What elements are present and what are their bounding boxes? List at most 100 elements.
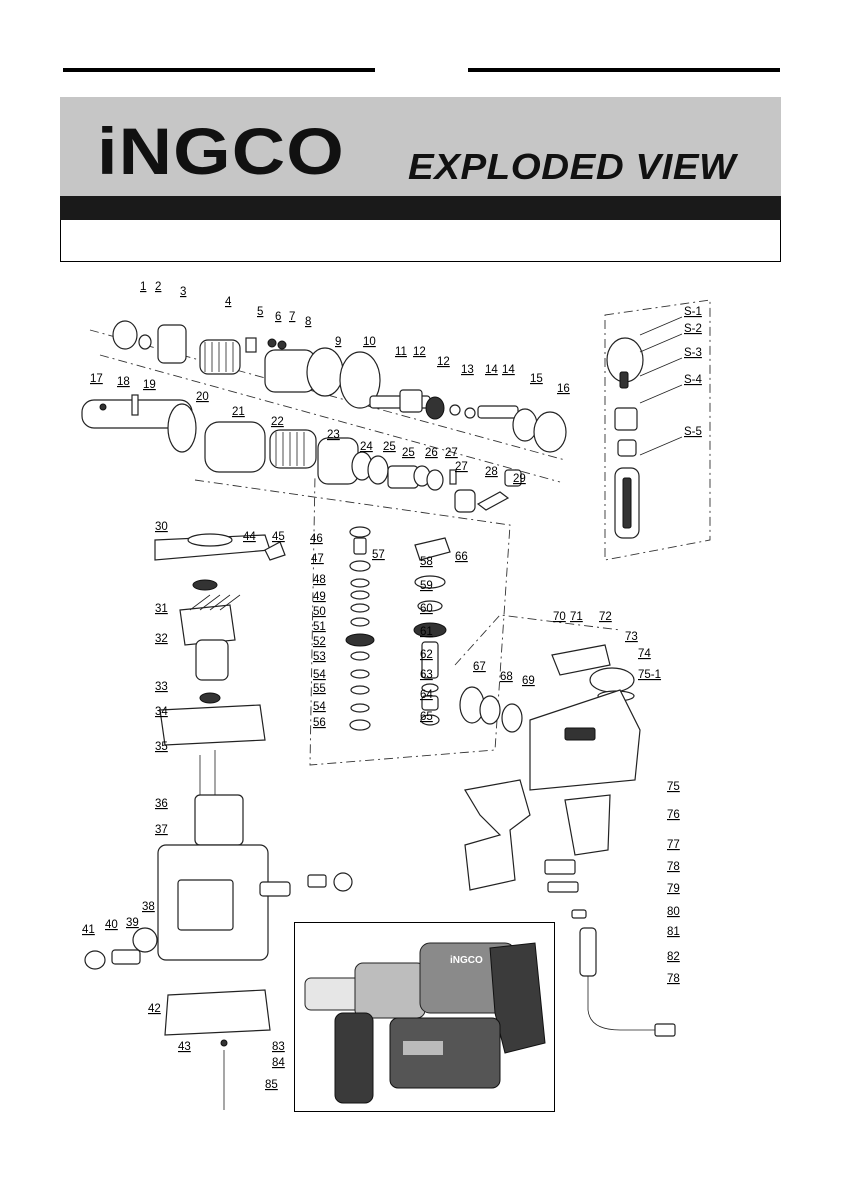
part-number-label: 25 xyxy=(402,447,415,459)
part-number-label: 28 xyxy=(485,466,498,478)
part-number-label: 12 xyxy=(413,346,426,358)
part-number-label: 74 xyxy=(638,648,651,660)
part-number-label: 27 xyxy=(445,447,458,459)
assembled-product-inset: iNGCO xyxy=(294,922,555,1112)
side-handle-part-label: S-4 xyxy=(684,374,703,386)
part-number-label: 8 xyxy=(305,316,311,328)
part-number-label: 37 xyxy=(155,824,168,836)
barrel-row-parts xyxy=(81,394,522,513)
part-number-label: 26 xyxy=(425,447,438,459)
part-number-label: 13 xyxy=(461,364,474,376)
leader-line xyxy=(639,357,683,377)
part-number-label: 47 xyxy=(311,553,324,565)
part-number-label: 23 xyxy=(327,429,340,441)
part-number-label: 43 xyxy=(178,1041,191,1053)
part-number-label: 75 xyxy=(667,781,680,793)
part-number-label: 1 xyxy=(140,281,146,293)
part-number-label: 54 xyxy=(313,669,326,681)
part-number-label: 21 xyxy=(232,406,245,418)
part-number-label: 84 xyxy=(272,1057,285,1069)
part-number-label: 72 xyxy=(599,611,612,623)
part-number-label: 9 xyxy=(335,336,341,348)
motor-column-parts xyxy=(84,533,353,1110)
exploded-view-drawing: 1234567891011121213141415161718192021222… xyxy=(81,281,711,1110)
part-number-label: 83 xyxy=(272,1041,285,1053)
part-number-label: 59 xyxy=(420,580,433,592)
part-number-label: 30 xyxy=(155,521,168,533)
assembled-drill-illustration: iNGCO xyxy=(304,942,546,1104)
part-number-label: 51 xyxy=(313,621,326,633)
part-number-label: 71 xyxy=(570,611,583,623)
spindle-row-parts xyxy=(112,320,567,453)
part-number-label: 82 xyxy=(667,951,680,963)
part-number-label: 66 xyxy=(455,551,468,563)
part-number-label: 64 xyxy=(420,689,433,701)
part-number-label: 44 xyxy=(243,531,256,543)
page-title: EXPLODED VIEW xyxy=(408,146,737,187)
part-number-label: 61 xyxy=(420,626,433,638)
part-number-label: 2 xyxy=(155,281,161,293)
part-number-label: 41 xyxy=(82,924,95,936)
header-banner xyxy=(60,97,781,220)
side-handle-parts xyxy=(606,337,644,539)
side-handle-part-label: S-3 xyxy=(684,347,702,359)
top-rule-right xyxy=(468,68,780,72)
part-number-label: 40 xyxy=(105,919,118,931)
side-handle-part-label: S-5 xyxy=(684,426,702,438)
part-number-label: 4 xyxy=(225,296,232,308)
part-number-label: 53 xyxy=(313,651,326,663)
part-number-label: 48 xyxy=(313,574,326,586)
leader-line xyxy=(639,316,683,336)
part-number-label: 39 xyxy=(126,917,139,929)
part-number-label: 70 xyxy=(553,611,566,623)
gear-stack-parts xyxy=(345,526,451,731)
part-number-label: 57 xyxy=(372,549,385,561)
part-number-label: 31 xyxy=(155,603,168,615)
part-number-label: 34 xyxy=(155,706,168,718)
part-number-label: 35 xyxy=(155,741,168,753)
part-number-label: 79 xyxy=(667,883,680,895)
part-number-label: 29 xyxy=(513,473,526,485)
part-number-label: 62 xyxy=(420,649,433,661)
part-number-label: 75-1 xyxy=(638,669,661,681)
part-number-label: 52 xyxy=(313,636,326,648)
product-logo: iNGCO xyxy=(450,955,483,966)
part-number-label: 22 xyxy=(271,416,284,428)
part-number-label: 3 xyxy=(180,286,186,298)
part-number-label: 12 xyxy=(437,356,450,368)
part-number-label: 14 xyxy=(485,364,498,376)
part-number-label: 80 xyxy=(667,906,680,918)
part-number-label: 78 xyxy=(667,861,680,873)
brand-logo: iNGCO xyxy=(97,114,345,188)
part-number-label: 27 xyxy=(455,461,468,473)
part-number-label: 50 xyxy=(313,606,326,618)
part-number-label: 7 xyxy=(289,311,295,323)
part-number-label: 17 xyxy=(90,373,103,385)
leader-line xyxy=(639,333,683,353)
part-number-label: 14 xyxy=(502,364,515,376)
part-number-label: 81 xyxy=(667,926,680,938)
part-number-label: 18 xyxy=(117,376,130,388)
part-number-label: 65 xyxy=(420,711,433,723)
part-number-label: 73 xyxy=(625,631,638,643)
top-rule-left xyxy=(63,68,375,72)
part-number-label: 25 xyxy=(383,441,396,453)
part-number-label: 76 xyxy=(667,809,680,821)
part-number-label: 56 xyxy=(313,717,326,729)
part-number-label: 15 xyxy=(530,373,543,385)
part-number-label: 33 xyxy=(155,681,168,693)
part-number-label: 16 xyxy=(557,383,570,395)
part-number-label: 58 xyxy=(420,556,433,568)
part-number-label: 54 xyxy=(313,701,326,713)
part-number-label: 20 xyxy=(196,391,209,403)
part-number-label: 67 xyxy=(473,661,486,673)
part-number-label: 60 xyxy=(420,603,433,615)
part-number-label: 45 xyxy=(272,531,285,543)
housing-handle-parts xyxy=(459,644,676,1037)
part-number-label: 68 xyxy=(500,671,513,683)
part-number-label: 32 xyxy=(155,633,168,645)
leader-line xyxy=(639,384,683,404)
leader-line xyxy=(639,436,683,456)
part-number-label: 77 xyxy=(667,839,680,851)
